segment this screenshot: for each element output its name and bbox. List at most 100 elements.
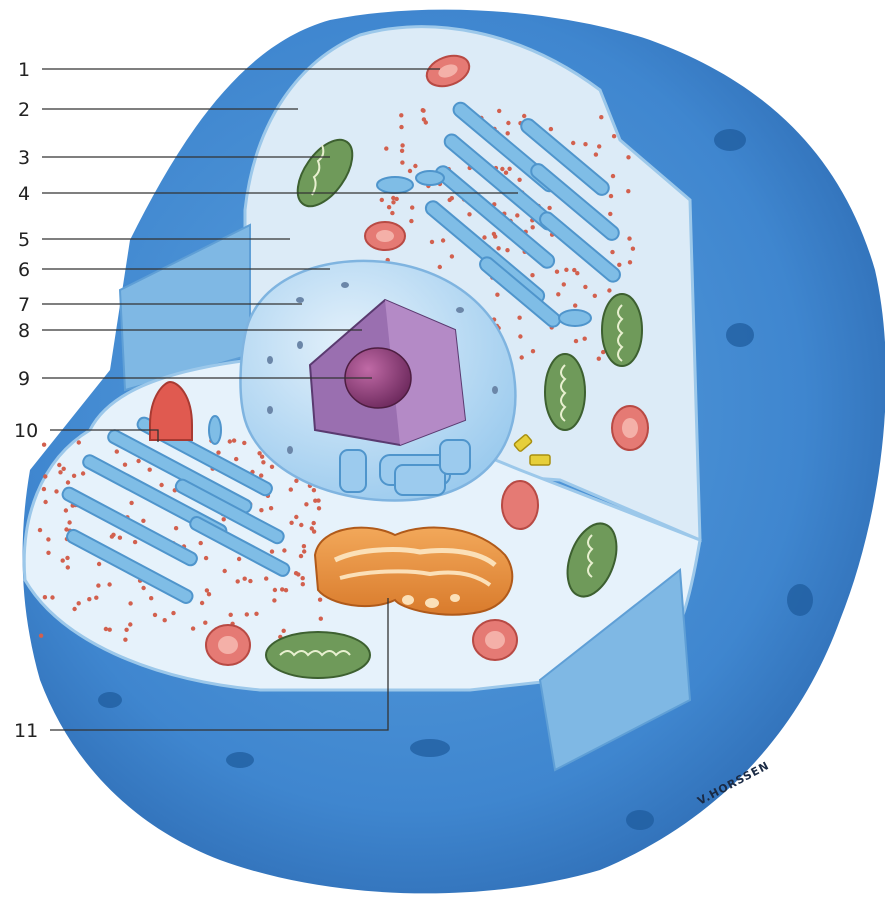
ribosome-dot (58, 470, 62, 474)
ribosome-dot (609, 194, 613, 198)
ribosome-dot (46, 551, 50, 555)
ribosome-dot (507, 167, 511, 171)
ribosome-dot (400, 149, 404, 153)
ribosome-dot (583, 142, 587, 146)
ribosome-dot (573, 303, 577, 307)
ribosome-dot (77, 601, 81, 605)
ribosome-dot (236, 579, 240, 583)
ribosome-dot (531, 225, 535, 229)
ribosome-dot (81, 471, 85, 475)
ribosome-dot (384, 146, 388, 150)
ribosome-dot (301, 576, 305, 580)
ribosome-dot (237, 557, 241, 561)
ribosome-dot (610, 250, 614, 254)
ribosome-dot (115, 449, 119, 453)
ribosome-dot (199, 541, 203, 545)
ribosome-dot (104, 627, 108, 631)
ribosome-dot (229, 613, 233, 617)
ribosome-dot (245, 612, 249, 616)
ribosome-dot (399, 113, 403, 117)
ribosome-dot (312, 488, 316, 492)
ribosome-dot (413, 164, 417, 168)
ribosome-dot (191, 626, 195, 630)
ribosome-dot (593, 294, 597, 298)
ribosome-dot (387, 205, 391, 209)
ribosome-dot (64, 527, 68, 531)
ribosome-dot (62, 467, 66, 471)
label-number-8: 8 (18, 320, 30, 342)
ribosome-dot (626, 189, 630, 193)
ribosome-dot (141, 586, 145, 590)
ribosome-dot (280, 587, 284, 591)
ribosome-dot (390, 211, 394, 215)
ribosome-dot (57, 463, 61, 467)
ribosome-dot (272, 598, 276, 602)
ribosome-dot (517, 178, 521, 182)
ribosome-dot (438, 265, 442, 269)
ribosome-dot (506, 131, 510, 135)
ribosome-dot (66, 480, 70, 484)
ribosome-dot (133, 540, 137, 544)
ribosome-dot (65, 556, 69, 560)
ribosome-dot (317, 506, 321, 510)
ribosome-dot (43, 595, 47, 599)
ribosome-dot (399, 125, 403, 129)
ribosome-dot (294, 571, 298, 575)
ribosome-dot (294, 515, 298, 519)
ribosome-dot (72, 474, 76, 478)
ribosome-dot (289, 487, 293, 491)
ribosome-dot (583, 285, 587, 289)
ribosome-dot (124, 628, 128, 632)
ribosome-dot (627, 236, 631, 240)
ribosome-dot (39, 634, 43, 638)
ribosome-dot (505, 248, 509, 252)
ribosome-dot (318, 598, 322, 602)
ribosome-dot (496, 246, 500, 250)
label-number-3: 3 (18, 147, 30, 169)
ribosome-dot (608, 212, 612, 216)
ribosome-dot (259, 508, 263, 512)
label-number-2: 2 (18, 99, 30, 121)
ribosome-dot (562, 282, 566, 286)
ribosome-dot (43, 474, 47, 478)
ribosome-dot (518, 334, 522, 338)
ribosome-dot (46, 537, 50, 541)
ribosome-dot (611, 174, 615, 178)
ribosome-dot (153, 613, 157, 617)
ribosome-dot (148, 468, 152, 472)
ribosome-dot (626, 155, 630, 159)
ribosome-dot (310, 526, 314, 530)
ribosome-dot (391, 196, 395, 200)
ribosome-dot (607, 288, 611, 292)
ribosome-dot (254, 612, 258, 616)
ribosome-dot (54, 489, 58, 493)
label-number-7: 7 (18, 294, 30, 316)
ribosome-dot (631, 247, 635, 251)
ribosome-dot (204, 556, 208, 560)
ribosome-dot (107, 582, 111, 586)
ribosome-dot (50, 595, 54, 599)
ribosome-dot (43, 500, 47, 504)
ribosome-dot (270, 465, 274, 469)
ribosome-dot (301, 582, 305, 586)
ribosome-dot (299, 554, 303, 558)
ribosome-dot (391, 200, 395, 204)
ribosome-dot (72, 607, 76, 611)
ribosome-dot (163, 618, 167, 622)
ribosome-dot (564, 268, 568, 272)
ribosome-dot (597, 144, 601, 148)
ribosome-dot (270, 549, 274, 553)
ribosome-dot (612, 134, 616, 138)
ribosome-dot (495, 293, 499, 297)
ribosome-dot (284, 588, 288, 592)
ribosome-dot (67, 520, 71, 524)
ribosome-dot (500, 167, 504, 171)
ribosome-dot (38, 528, 42, 532)
label-number-1: 1 (18, 59, 30, 81)
ribosome-dot (42, 443, 46, 447)
ribosome-dot (571, 141, 575, 145)
ribosome-dot (108, 628, 112, 632)
ribosome-dot (136, 459, 140, 463)
ribosome-dot (628, 260, 632, 264)
